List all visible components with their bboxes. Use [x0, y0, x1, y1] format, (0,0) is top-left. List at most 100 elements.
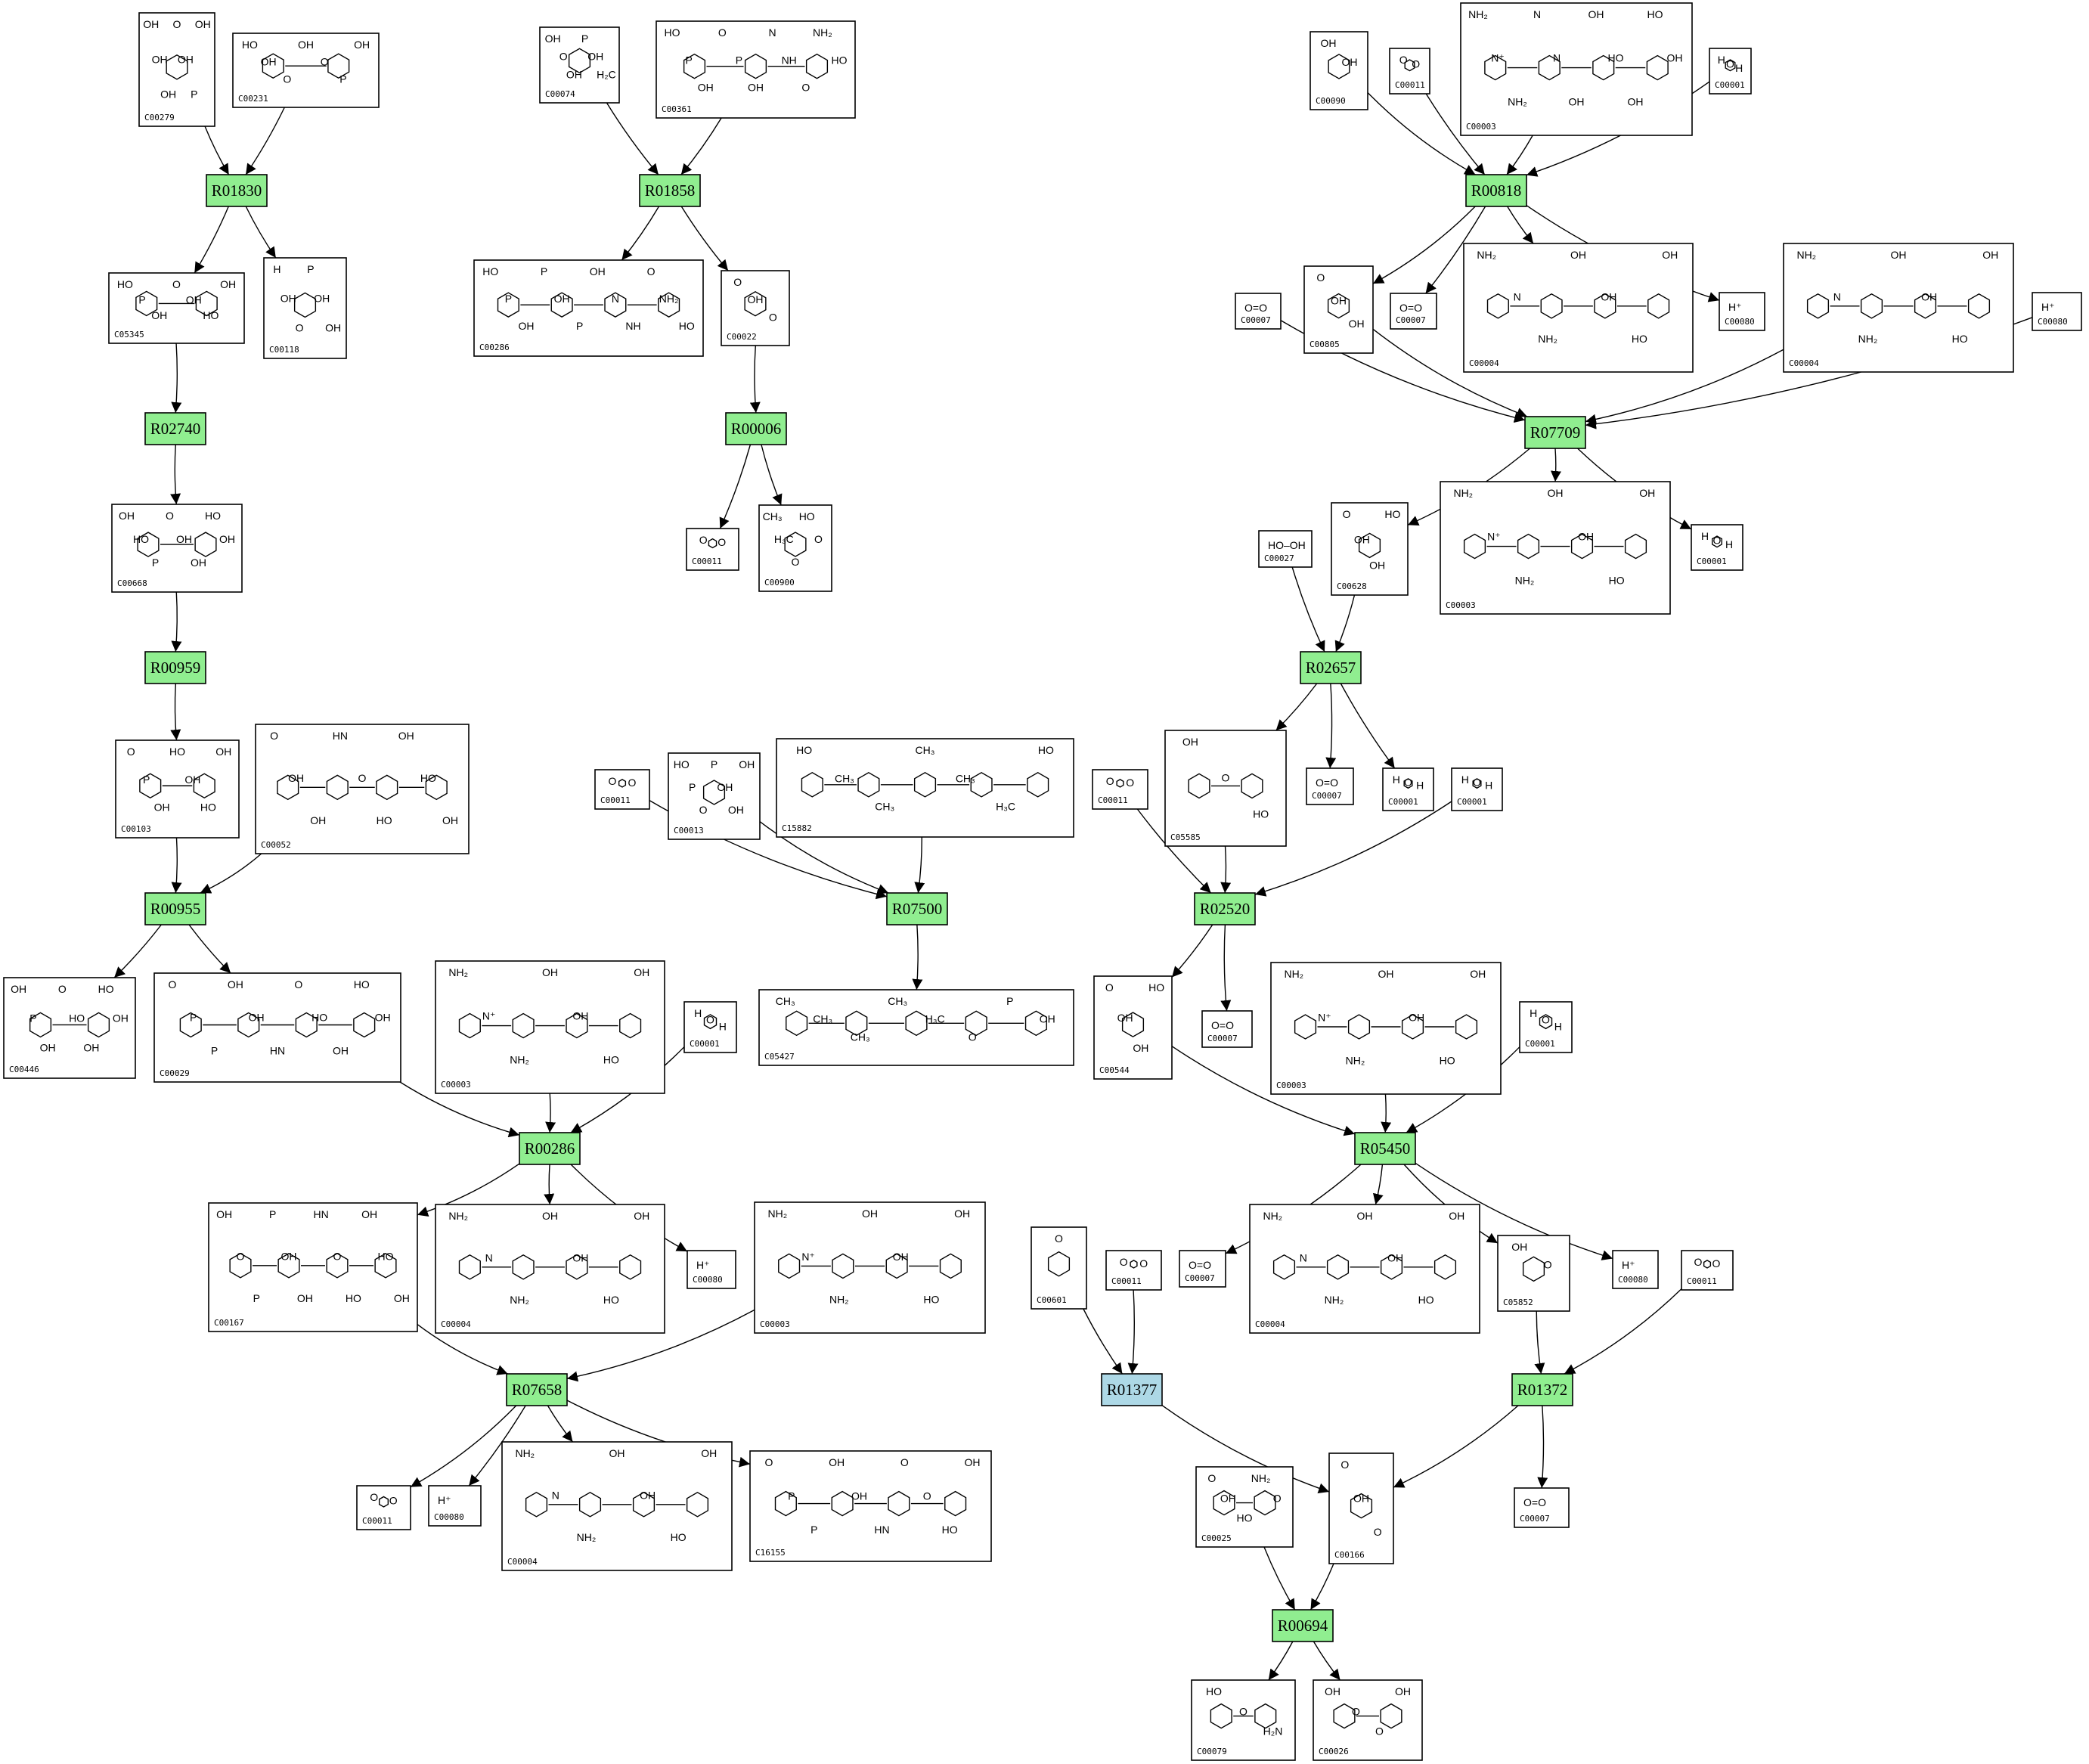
reaction-R02520[interactable]: R02520	[1194, 892, 1256, 925]
compound-C00080[interactable]: H⁺C00080	[2032, 292, 2082, 331]
atom-label: HO	[420, 772, 436, 784]
compound-id: C00668	[117, 578, 147, 588]
compound-id: C00544	[1099, 1065, 1130, 1075]
reaction-R07709[interactable]: R07709	[1524, 416, 1586, 449]
reaction-R01377[interactable]: R01377	[1101, 1373, 1163, 1406]
compound-C00080[interactable]: H⁺C00080	[1719, 292, 1765, 331]
atom-label: O	[559, 51, 568, 63]
compound-id: C00080	[2038, 317, 2068, 327]
reaction-R05450[interactable]: R05450	[1354, 1132, 1416, 1165]
atom-label: P	[1006, 995, 1013, 1007]
atom-label: CH₃	[776, 995, 795, 1007]
compound-C00080[interactable]: H⁺C00080	[1612, 1250, 1659, 1289]
reaction-R00959[interactable]: R00959	[144, 651, 206, 684]
reaction-R00286[interactable]: R00286	[519, 1132, 581, 1165]
atom-label: OH	[542, 1210, 558, 1222]
compound-C00080[interactable]: H⁺C00080	[428, 1485, 482, 1527]
atom-label: N	[1833, 290, 1841, 302]
reaction-R02740[interactable]: R02740	[144, 412, 206, 445]
compound-box	[501, 1441, 733, 1571]
reaction-R02657[interactable]: R02657	[1300, 651, 1362, 684]
reaction-R07500[interactable]: R07500	[886, 892, 948, 925]
reaction-R01372[interactable]: R01372	[1511, 1373, 1573, 1406]
reaction-R00818[interactable]: R00818	[1465, 174, 1527, 207]
atom-label: OH	[954, 1208, 970, 1220]
atom-label: H	[1530, 1007, 1537, 1019]
reaction-R01830[interactable]: R01830	[206, 174, 268, 207]
reaction-R07658[interactable]: R07658	[506, 1373, 568, 1406]
reaction-R00955[interactable]: R00955	[144, 892, 206, 925]
compound-id: C00011	[1111, 1276, 1142, 1286]
atom-label: O	[801, 82, 810, 94]
edge-c279-R01830	[204, 126, 230, 175]
compound-id: C00279	[144, 113, 175, 122]
reaction-R00694[interactable]: R00694	[1272, 1609, 1334, 1642]
atom-label: O	[1273, 1492, 1282, 1504]
reaction-R00006[interactable]: R00006	[725, 412, 787, 445]
reaction-R01858[interactable]: R01858	[639, 174, 701, 207]
atom-label: OH	[1511, 1241, 1527, 1253]
compound-C00080[interactable]: H⁺C00080	[687, 1250, 736, 1289]
